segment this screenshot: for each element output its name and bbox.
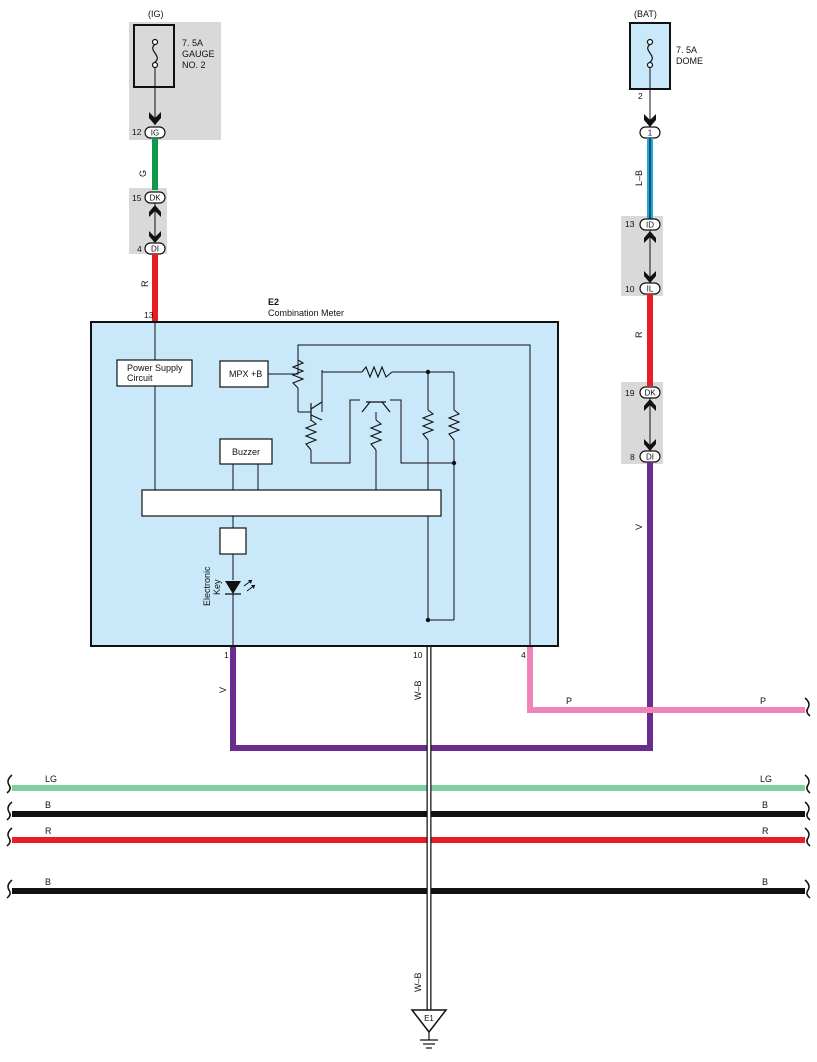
fuse-ig-name-2: NO. 2 [182, 60, 206, 70]
fuse-ig-name-1: GAUGE [182, 49, 215, 59]
arrow-jr2-up [644, 399, 656, 411]
mpx-label: MPX +B [229, 369, 262, 379]
bus-lg-left: LG [45, 774, 57, 784]
cpu-bar [141, 489, 442, 517]
conn-jr1-il-label: IL [647, 285, 654, 294]
fuse-bat-symbol [646, 38, 654, 69]
junction-dot-1 [425, 369, 431, 375]
wire-label-p-right: P [760, 696, 766, 706]
wire-label-wb-top: W–B [413, 680, 423, 700]
conn-jr2-di-label: DI [646, 453, 654, 462]
bus-wire-r: R R [6, 826, 811, 847]
meter-pin-13: 13 [144, 310, 154, 320]
bus-b1-right: B [762, 800, 768, 810]
wire-label-g: G [138, 170, 148, 177]
conn-jr1-id-label: ID [646, 221, 654, 230]
arrow-jr1-down [644, 271, 656, 283]
transistor-1-icon [310, 401, 323, 421]
buzzer-label: Buzzer [232, 447, 260, 457]
wire-v [230, 462, 653, 751]
bus-lg-right: LG [760, 774, 772, 784]
meter-pin-4: 4 [521, 650, 526, 660]
arrow-jl-down [149, 231, 161, 243]
bus-r-right: R [762, 826, 769, 836]
fuse-bat-rating: 7. 5A [676, 45, 697, 55]
arrow-jr1-up [644, 231, 656, 243]
wire-label-v-left: V [218, 687, 228, 693]
pin-jr2-8: 8 [630, 452, 635, 462]
bus-b2-right: B [762, 877, 768, 887]
conn-bat-label: 1 [648, 129, 653, 138]
meter-pin-10: 10 [413, 650, 423, 660]
key-label-1: Electronic [202, 566, 212, 606]
ground-icon [420, 1032, 438, 1049]
fuse-bat-source: (BAT) [634, 9, 657, 19]
wire-label-r-left: R [140, 280, 150, 287]
bus-b2-left: B [45, 877, 51, 887]
pin-ig-12: 12 [132, 127, 142, 137]
fuse-bat-name: DOME [676, 56, 703, 66]
bus-r-left: R [45, 826, 52, 836]
wire-label-v-right: V [634, 524, 644, 530]
arrow-ig [149, 112, 161, 125]
resistor-r4-icon [369, 419, 383, 451]
meter-pin-1: 1 [224, 650, 229, 660]
wire-label-r-right: R [634, 331, 644, 338]
fuse-ig-box [133, 24, 175, 88]
bus-wire-lg: LG LG [6, 774, 811, 794]
arrow-bat [644, 114, 656, 127]
fuse-ig-rating: 7. 5A [182, 38, 203, 48]
resistor-r3-icon [361, 365, 393, 379]
wire-p [527, 646, 805, 713]
arrow-jr2-down [644, 439, 656, 451]
conn-jl-dk-label: DK [149, 194, 161, 203]
pin-bat-2: 2 [638, 91, 643, 101]
resistor-r6-icon [447, 409, 461, 441]
meter-id: E2 [268, 297, 279, 307]
conn-jl-di-label: DI [151, 245, 159, 254]
wire-label-lb: L–B [634, 170, 644, 186]
pin-jr1-13: 13 [625, 219, 635, 229]
pin-jl-4: 4 [137, 244, 142, 254]
wire-p-end [804, 697, 811, 717]
bus-wire-b2: B B [6, 877, 811, 899]
resistor-r2-icon [304, 419, 318, 451]
wire-label-wb-bottom: W–B [413, 972, 423, 992]
buzzer-box [219, 438, 273, 465]
arrow-jl-up [149, 205, 161, 217]
led-icon [225, 579, 256, 595]
ground-triangle [410, 1009, 448, 1034]
pin-jr1-10: 10 [625, 284, 635, 294]
ground-label: E1 [424, 1014, 434, 1023]
transistor-2-icon [361, 401, 391, 413]
pin-jr2-19: 19 [625, 388, 635, 398]
resistor-r5-icon [421, 409, 435, 441]
junction-dot-3 [425, 617, 431, 623]
power-supply-box [116, 359, 193, 387]
bus-b1-left: B [45, 800, 51, 810]
power-supply-label-1: Power Supply [127, 363, 183, 373]
fuse-ig-source: (IG) [148, 9, 164, 19]
mpx-box [219, 360, 269, 388]
pin-jl-15: 15 [132, 193, 142, 203]
power-supply-label-2: Circuit [127, 373, 153, 383]
resistor-r1-icon [291, 359, 305, 389]
conn-ig-label: IG [151, 129, 159, 138]
bus-wire-b1: B B [6, 800, 811, 821]
wire-label-p-mid: P [566, 696, 572, 706]
junction-dot-2 [451, 460, 457, 466]
key-driver-box [219, 527, 247, 555]
meter-name: Combination Meter [268, 308, 344, 318]
key-label-2: Key [212, 579, 222, 595]
conn-jr2-dk-label: DK [644, 389, 656, 398]
meter-internal-wiring [154, 322, 531, 646]
